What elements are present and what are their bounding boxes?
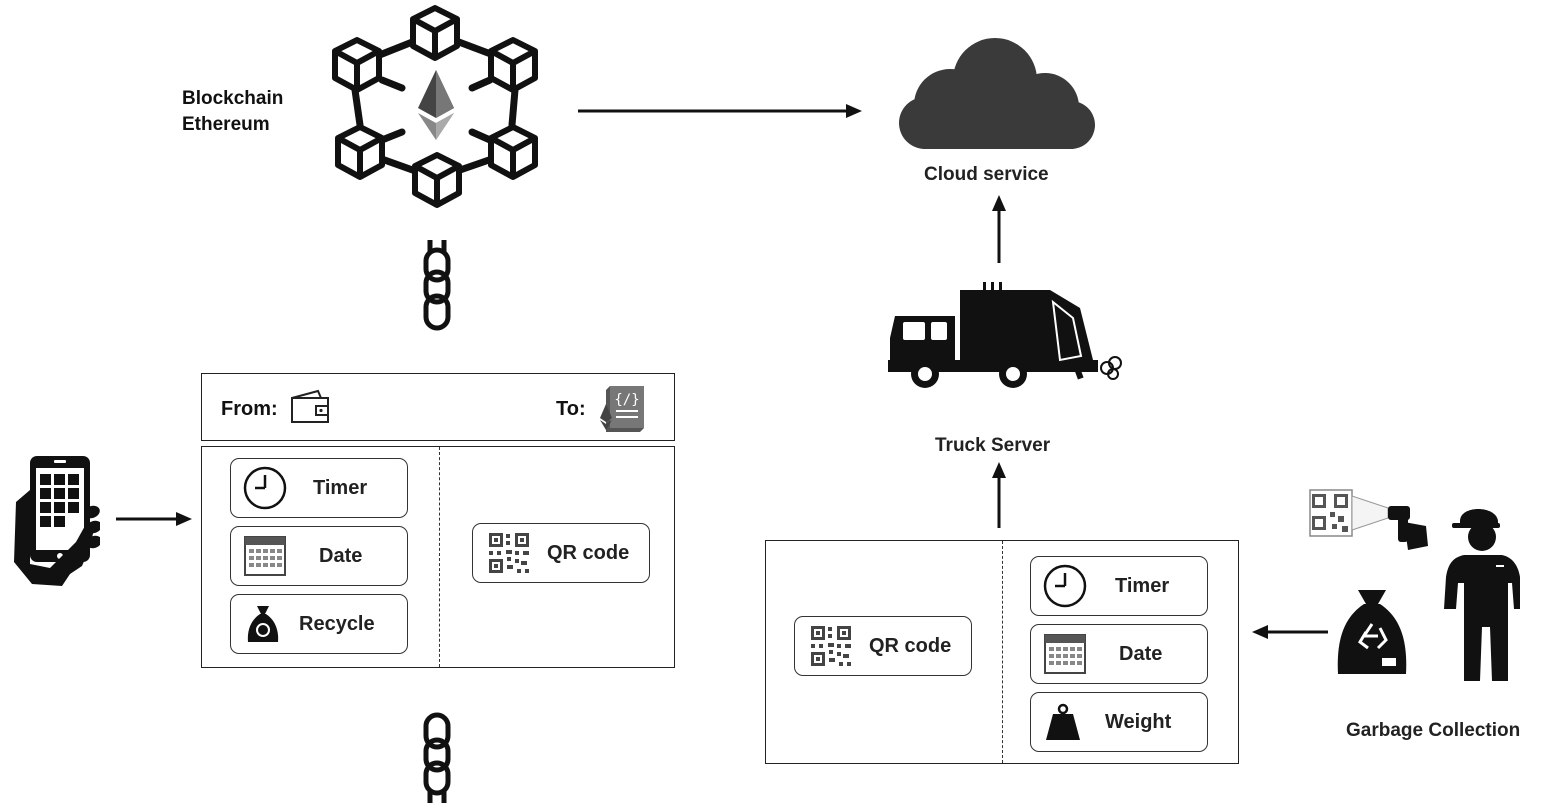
cloud-icon (899, 38, 1095, 149)
tx-qr-label: QR code (547, 541, 630, 564)
wallet-icon (291, 389, 329, 423)
rec-weight-label: Weight (1105, 710, 1172, 733)
worker-icon (1444, 509, 1520, 681)
recycle-bag-icon (1337, 590, 1407, 674)
transaction-body: Timer Date Recycle (201, 446, 675, 668)
arrow-record-to-truck (992, 462, 1006, 528)
tx-timer-pill: Timer (230, 458, 408, 518)
smart-contract-icon: {/} (600, 386, 644, 432)
transaction-divider (439, 447, 440, 667)
clock-icon (243, 466, 287, 510)
blockchain-network-icon (332, 5, 538, 208)
rec-timer-pill: Timer (1030, 556, 1208, 616)
rec-qr-pill: QR code (794, 616, 972, 676)
tx-qr-pill: QR code (472, 523, 650, 583)
collection-record-panel: QR code Timer Date Weight (765, 540, 1239, 764)
tx-recycle-label: Recycle (299, 612, 375, 635)
from-label: From: (221, 398, 278, 420)
rec-date-label: Date (1119, 642, 1163, 665)
blockchain-label-line1: Blockchain (182, 88, 284, 109)
blockchain-label-line2: Ethereum (182, 114, 270, 135)
smartphone-hand-icon (14, 456, 100, 586)
weight-icon (1046, 703, 1080, 740)
qr-code-icon (489, 533, 529, 573)
arrow-phone-to-transaction (116, 512, 192, 526)
rec-weight-pill: Weight (1030, 692, 1208, 752)
blockchain-label: Blockchain Ethereum (182, 86, 283, 138)
arrow-garbage-to-record (1252, 625, 1328, 639)
rec-timer-label: Timer (1115, 574, 1170, 597)
truck-server-label: Truck Server (935, 435, 1051, 456)
chain-link-icon (423, 240, 451, 331)
rec-date-pill: Date (1030, 624, 1208, 684)
svg-text:{/}: {/} (614, 392, 639, 408)
tx-date-pill: Date (230, 526, 408, 586)
chain-link-icon (423, 712, 451, 803)
tx-date-label: Date (319, 544, 363, 567)
to-label: To: (556, 398, 586, 420)
qr-scanner-icon (1309, 489, 1428, 550)
record-divider (1002, 541, 1003, 763)
clock-icon (1043, 564, 1087, 608)
tx-timer-label: Timer (313, 476, 368, 499)
tx-recycle-pill: Recycle (230, 594, 408, 654)
garbage-truck-icon (888, 282, 1122, 388)
arrow-blockchain-to-cloud (578, 104, 862, 118)
calendar-icon (244, 536, 286, 576)
arrow-truck-to-cloud (992, 195, 1006, 263)
garbage-collection-label: Garbage Collection (1346, 720, 1521, 741)
transaction-header: From: To: {/} (201, 373, 675, 441)
qr-code-icon (811, 626, 851, 666)
cloud-service-label: Cloud service (924, 164, 1049, 185)
calendar-icon (1044, 634, 1086, 674)
rec-qr-label: QR code (869, 634, 952, 657)
recycle-bag-icon (247, 606, 279, 642)
ethereum-logo-icon (418, 70, 454, 140)
